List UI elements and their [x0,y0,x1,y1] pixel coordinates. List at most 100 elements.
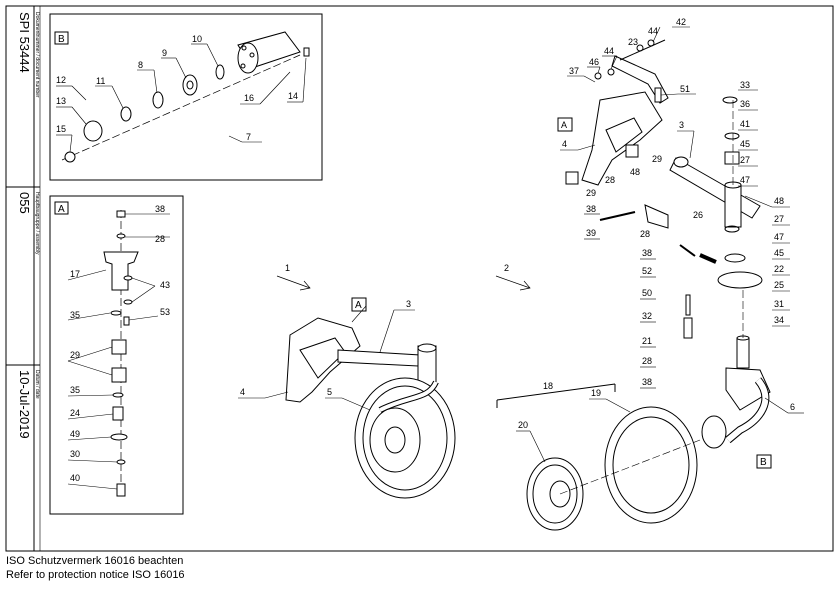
a2-callout-3: 3 [679,120,684,130]
a2-callout-22: 22 [774,264,784,274]
document-date: 10-Jul-2019 [17,370,32,439]
assembly-2-label: 2 [504,263,509,273]
assembly-number: 055 [17,192,32,214]
washer-10 [215,64,225,80]
callout-49: 49 [70,429,80,439]
a2-callout-45b: 45 [774,248,784,258]
bracket-17 [103,251,139,291]
a2-callout-38c: 38 [642,377,652,387]
bracket-23 [611,55,669,104]
callout-7: 7 [246,132,251,142]
a2-callout-51: 51 [680,84,690,94]
callout-8: 8 [138,60,143,70]
a2-callout-23: 23 [628,37,638,47]
callout-10: 10 [192,34,202,44]
a2-callout-28c: 28 [642,356,652,366]
callout-24: 24 [70,408,80,418]
callout-28: 28 [155,234,165,244]
callout-35b: 35 [70,385,80,395]
a2-callout-27: 27 [740,155,750,165]
a2-callout-32: 32 [642,311,652,321]
a2-callout-38b: 38 [642,248,652,258]
a2-callout-50: 50 [642,288,652,298]
assembly-label: Hauptbaugruppe / assembly [34,192,40,255]
a2-callout-18: 18 [543,381,553,391]
a2-callout-52: 52 [642,266,652,276]
callout-15: 15 [56,124,66,134]
tire-19 [604,406,698,524]
a2-callout-31: 31 [774,299,784,309]
a2-callout-36: 36 [740,99,750,109]
a2-callout-48b: 48 [774,196,784,206]
callout-14: 14 [288,91,298,101]
a2-callout-34: 34 [774,315,784,325]
a2-callout-39: 39 [586,228,596,238]
callout-9: 9 [162,48,167,58]
frame-arm-4b [581,91,663,186]
callout-35: 35 [70,310,80,320]
detail-b-tag: B [58,34,65,45]
document-number: SPI 53444 [17,12,32,73]
a2-callout-37: 37 [569,66,579,76]
protection-notice-en: Refer to protection notice ISO 16016 [6,569,185,581]
nut-11 [120,106,132,122]
callout-17: 17 [70,269,80,279]
callout-30: 30 [70,449,80,459]
callout-12: 12 [56,75,66,85]
a2-callout-19: 19 [591,388,601,398]
a2-callout-42: 42 [676,17,686,27]
detail-a-box [49,195,184,515]
a2-callout-20: 20 [518,420,528,430]
a2-callout-21: 21 [642,336,652,346]
nut-15 [64,151,76,163]
a2-callout-41: 41 [740,119,750,129]
a2-callout-45: 45 [740,139,750,149]
callout-40: 40 [70,473,80,483]
axle-beam-3 [337,349,421,367]
callout-16: 16 [244,93,254,103]
a2-callout-33: 33 [740,80,750,90]
assembly-1-label: 1 [285,263,290,273]
bushing-29a [111,339,127,355]
a2-callout-29: 29 [652,154,662,164]
a2-callout-28: 28 [605,175,615,185]
callout-13: 13 [56,96,66,106]
a2-ref-a: A [561,120,567,130]
a2-callout-26: 26 [693,210,703,220]
assembly-1-callout-4: 4 [240,387,245,397]
callout-38: 38 [155,204,165,214]
a2-callout-44b: 44 [648,26,658,36]
a2-callout-47b: 47 [774,232,784,242]
a2-callout-48: 48 [630,167,640,177]
a2-callout-38: 38 [586,204,596,214]
a2-callout-28b: 28 [640,229,650,239]
frame-arm-4 [285,317,361,403]
callout-53: 53 [160,307,170,317]
a2-ref-b: B [760,457,767,468]
hub-b [701,415,727,449]
fork-6 [725,367,771,411]
a2-callout-47: 47 [740,175,750,185]
drawing-frame [5,5,834,552]
plate-25 [717,271,763,289]
cap-13 [83,120,103,142]
assembly-1-callout-3: 3 [406,299,411,309]
callout-43: 43 [160,280,170,290]
a2-callout-44: 44 [604,46,614,56]
bushing-29b [111,367,127,383]
date-label: Datum / date [34,370,40,399]
a2-callout-27b: 27 [774,214,784,224]
a2-callout-46: 46 [589,57,599,67]
assembly-1-callout-5: 5 [327,387,332,397]
detail-a-tag: A [58,204,65,215]
bearing-8 [152,91,164,109]
a2-callout-25: 25 [774,280,784,290]
protection-notice-de: ISO Schutzvermerk 16016 beachten [6,555,184,567]
callout-11: 11 [96,76,105,86]
callout-29: 29 [70,350,80,360]
document-number-label: Dokumentnummer / document number [34,12,40,98]
assembly-1-ref-a: A [355,300,362,311]
detail-b-box [49,13,323,181]
